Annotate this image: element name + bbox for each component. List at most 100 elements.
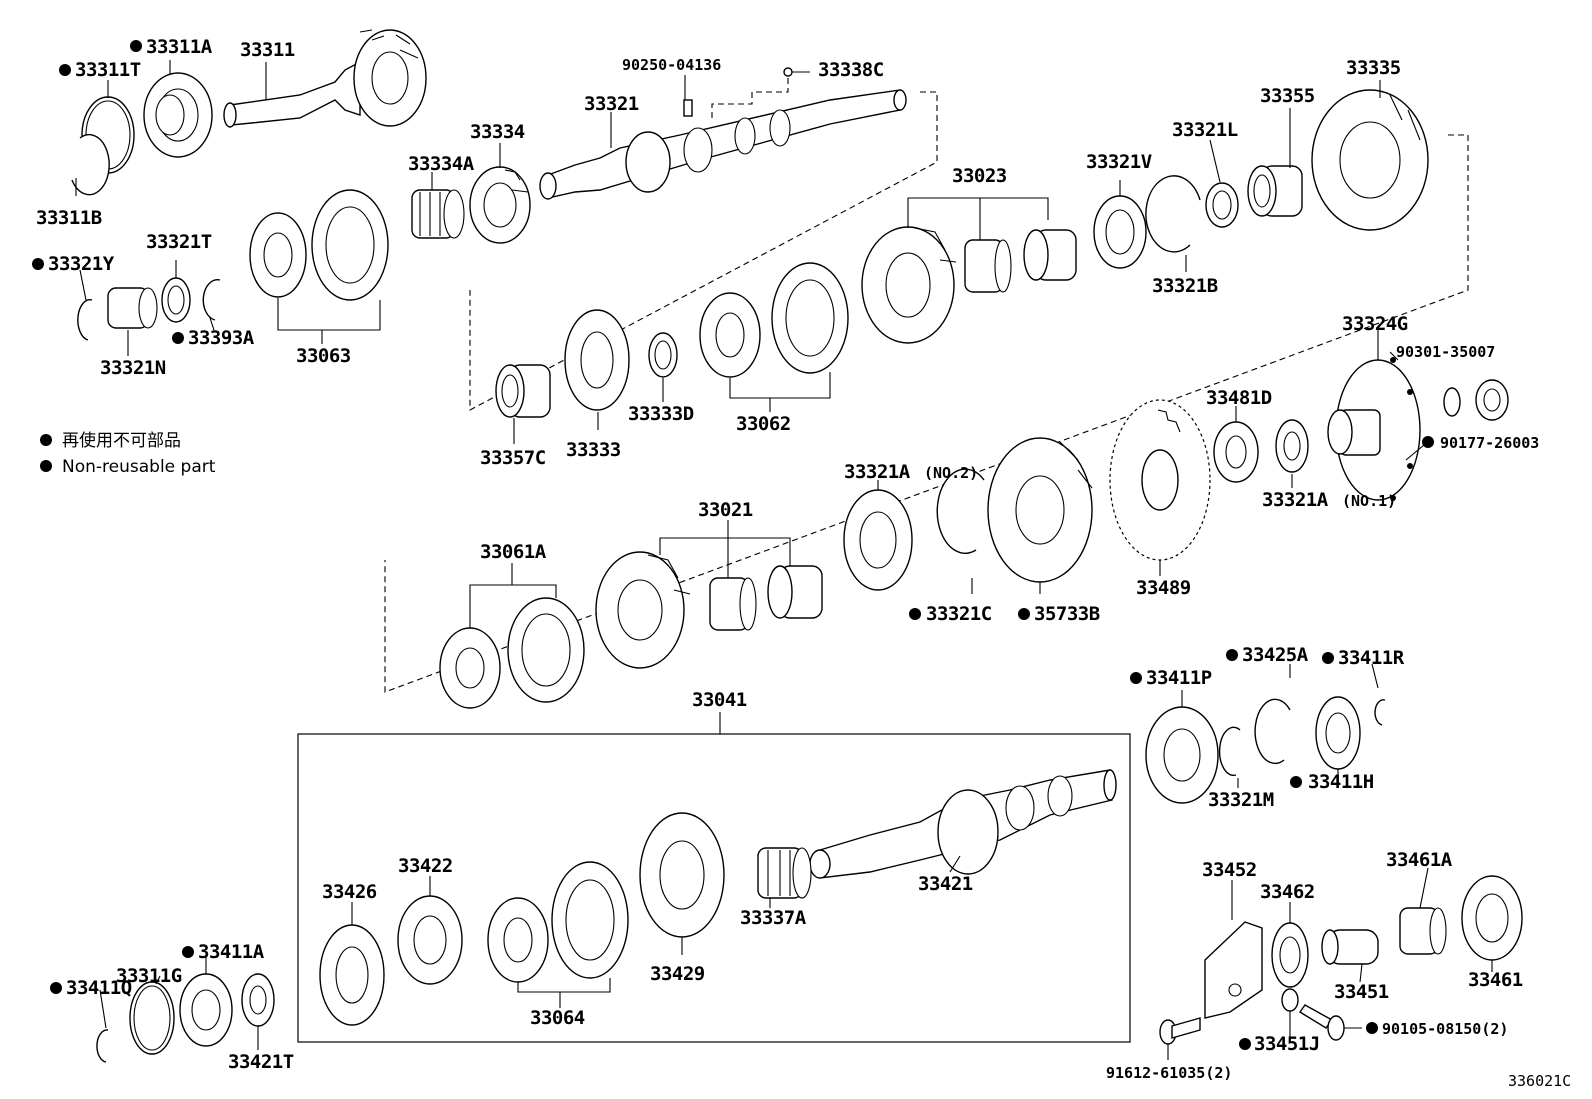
part-label-33452[interactable]: 33452 xyxy=(1202,859,1257,881)
part-label-91612-61035[interactable]: 91612-61035(2) xyxy=(1106,1064,1232,1082)
part-label-33321Y[interactable]: 33321Y xyxy=(48,253,115,275)
part-label-33462[interactable]: 33462 xyxy=(1260,881,1315,903)
part-label-33321V[interactable]: 33321V xyxy=(1086,151,1152,173)
snap-ring-33411Q xyxy=(96,1029,109,1063)
snap-ring-33321C xyxy=(936,468,985,554)
part-label-33426[interactable]: 33426 xyxy=(322,881,377,903)
gear-33461 xyxy=(1461,875,1523,961)
part-label-33021[interactable]: 33021 xyxy=(698,499,753,521)
bearing-33321A-no2 xyxy=(843,489,913,591)
synchronizer-33064 xyxy=(487,861,629,983)
part-label-90177-26003[interactable]: 90177-26003 xyxy=(1440,434,1539,452)
part-label-no2: (NO.2) xyxy=(924,464,978,482)
collar-33357C xyxy=(495,364,551,418)
part-label-33311A[interactable]: 33311A xyxy=(146,36,213,58)
part-label-90301-35007[interactable]: 90301-35007 xyxy=(1396,343,1495,361)
part-label-33311B[interactable]: 33311B xyxy=(36,207,102,229)
part-label-90250-04136[interactable]: 90250-04136 xyxy=(622,56,721,74)
shaft-33451 xyxy=(1321,929,1379,965)
part-label-33321M[interactable]: 33321M xyxy=(1208,789,1274,811)
oring-90301 xyxy=(1443,387,1461,417)
part-label-33321B[interactable]: 33321B xyxy=(1152,275,1218,297)
group-outline-main-shaft xyxy=(469,91,938,411)
part-label-33061A[interactable]: 33061A xyxy=(480,541,547,563)
part-label-33311[interactable]: 33311 xyxy=(240,39,295,61)
part-label-33481D[interactable]: 33481D xyxy=(1206,387,1272,409)
part-label-33429[interactable]: 33429 xyxy=(650,963,705,985)
part-label-33393A[interactable]: 33393A xyxy=(188,327,255,349)
part-label-33334[interactable]: 33334 xyxy=(470,121,525,143)
part-label-33421T[interactable]: 33421T xyxy=(228,1051,294,1073)
part-label-33357C[interactable]: 33357C xyxy=(480,447,546,469)
flange-33324G xyxy=(1327,357,1421,501)
part-label-33451[interactable]: 33451 xyxy=(1334,981,1389,1003)
gear-33426 xyxy=(319,924,385,1026)
part-label-33311T[interactable]: 33311T xyxy=(75,59,141,81)
cover-33452 xyxy=(1204,921,1263,1019)
bearing-33411H xyxy=(1315,696,1361,770)
ring-33321L xyxy=(1205,182,1239,228)
group-outline-counter-shaft xyxy=(297,733,1131,1043)
part-label-33411H[interactable]: 33411H xyxy=(1308,771,1374,793)
part-label-90105-08150[interactable]: 90105-08150(2) xyxy=(1382,1020,1508,1038)
bearing-33311A xyxy=(143,72,213,158)
non-reusable-markers xyxy=(32,40,1434,1050)
part-label-33333D[interactable]: 33333D xyxy=(628,403,694,425)
gear-33333 xyxy=(564,309,630,411)
part-label-33411P[interactable]: 33411P xyxy=(1146,667,1212,689)
part-label-33333[interactable]: 33333 xyxy=(566,439,621,461)
gear-33335 xyxy=(1311,89,1429,231)
part-label-33461A[interactable]: 33461A xyxy=(1386,849,1453,871)
gear-33422 xyxy=(397,895,463,985)
nut-90177 xyxy=(1475,379,1509,421)
part-label-33321N[interactable]: 33321N xyxy=(100,357,166,379)
part-label-33451J[interactable]: 33451J xyxy=(1254,1033,1320,1055)
part-label-33063[interactable]: 33063 xyxy=(296,345,351,367)
part-label-33411A[interactable]: 33411A xyxy=(198,941,265,963)
leader-lines xyxy=(75,60,1493,1060)
part-label-33321C[interactable]: 33321C xyxy=(926,603,992,625)
part-label-33311G[interactable]: 33311G xyxy=(116,965,182,987)
gear-assy-33021 xyxy=(595,551,823,669)
snap-ring-33321M xyxy=(1218,726,1241,777)
part-label-33422[interactable]: 33422 xyxy=(398,855,453,877)
part-label-33461[interactable]: 33461 xyxy=(1468,969,1523,991)
part-label-33355[interactable]: 33355 xyxy=(1260,85,1315,107)
part-label-33321[interactable]: 33321 xyxy=(584,93,639,115)
part-label-33337A[interactable]: 33337A xyxy=(740,907,807,929)
legend-en: Non-reusable part xyxy=(62,457,216,477)
part-label-33041[interactable]: 33041 xyxy=(692,689,747,711)
part-label-33062[interactable]: 33062 xyxy=(736,413,791,435)
part-label-33411Q[interactable]: 33411Q xyxy=(66,977,132,999)
synchronizer-33061A xyxy=(439,597,585,709)
snap-ring-33321B xyxy=(1145,175,1201,253)
snap-ring-33311G xyxy=(129,981,175,1055)
part-label-33421[interactable]: 33421 xyxy=(918,873,973,895)
synchronizer-33062 xyxy=(699,262,849,378)
part-label-33338C[interactable]: 33338C xyxy=(818,59,884,81)
gear-33429 xyxy=(639,812,725,938)
part-label-33321A-no2[interactable]: 33321A xyxy=(844,461,911,483)
part-label-33489[interactable]: 33489 xyxy=(1136,577,1191,599)
part-label-33064[interactable]: 33064 xyxy=(530,1007,585,1029)
part-label-33023[interactable]: 33023 xyxy=(952,165,1007,187)
part-label-33411R[interactable]: 33411R xyxy=(1338,647,1405,669)
part-label-33324G[interactable]: 33324G xyxy=(1342,313,1408,335)
snap-ring-33311B xyxy=(71,133,110,196)
part-label-33425A[interactable]: 33425A xyxy=(1242,644,1309,666)
part-label-33334A[interactable]: 33334A xyxy=(408,153,475,175)
needle-bearing-33337A xyxy=(757,847,812,899)
group-outline-third-gear xyxy=(384,134,1469,693)
snap-ring-33411R xyxy=(1374,699,1386,726)
washer-33451J xyxy=(1281,988,1299,1012)
needle-bearing-33461A xyxy=(1399,907,1447,955)
part-label-35733B[interactable]: 35733B xyxy=(1034,603,1100,625)
part-label-33335[interactable]: 33335 xyxy=(1346,57,1401,79)
part-label-33321T[interactable]: 33321T xyxy=(146,231,212,253)
input-shaft xyxy=(223,29,427,128)
part-label-33321L[interactable]: 33321L xyxy=(1172,119,1238,141)
part-label-33321A-no1[interactable]: 33321A xyxy=(1262,489,1329,511)
gear-33334 xyxy=(469,166,531,244)
collar-33355 xyxy=(1247,165,1303,217)
